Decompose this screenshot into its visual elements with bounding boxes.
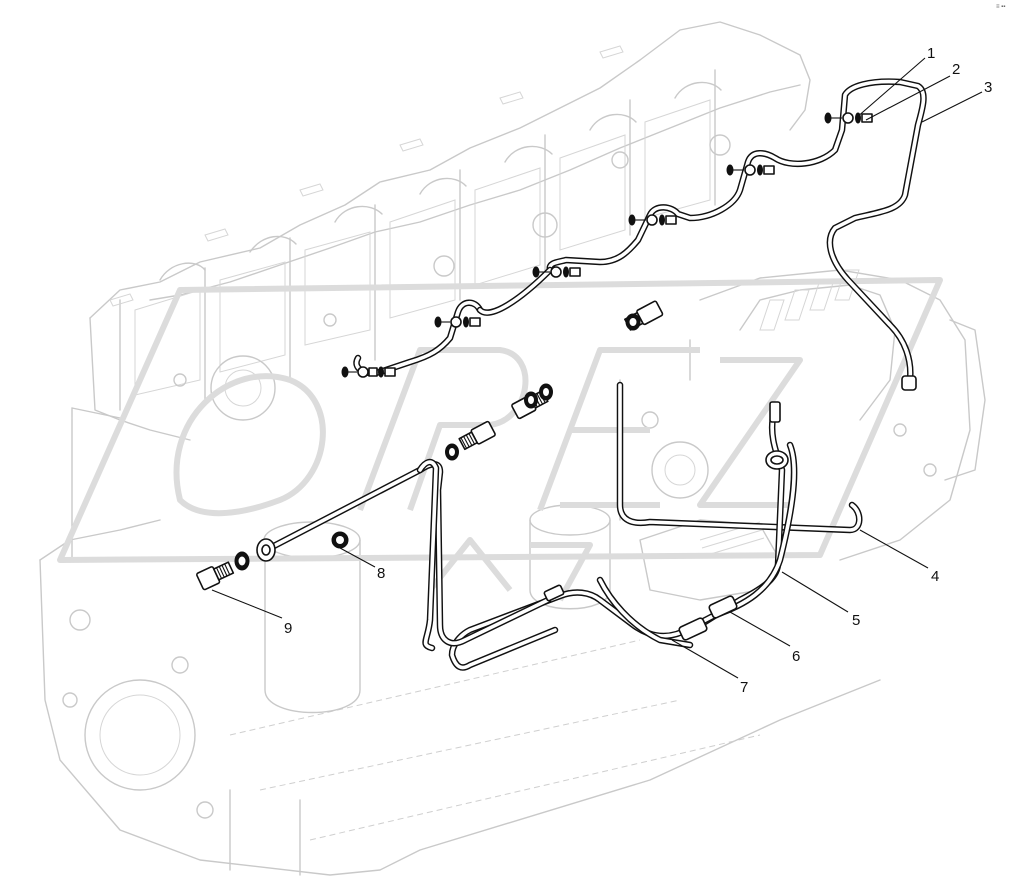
callouts: 1 2 3 4 5 6 7 8 (211, 45, 992, 696)
callout-1: 1 (855, 45, 935, 119)
svg-text:4: 4 (931, 568, 939, 585)
svg-text:7: 7 (740, 679, 748, 696)
corner-mark: ≡ ▪▪ (996, 4, 1005, 10)
fuel-pipe-7 (448, 441, 798, 671)
pipe-clamps (543, 584, 738, 641)
small-parts (196, 112, 873, 641)
callout-8: 8 (339, 547, 385, 582)
callout-3: 3 (921, 79, 992, 123)
banjo-bolt-lower (458, 420, 496, 451)
callout-6: 6 (729, 611, 800, 665)
engine-block-ghost (39, 21, 986, 876)
callout-9: 9 (211, 589, 292, 637)
callout-4: 4 (859, 529, 939, 585)
svg-text:2: 2 (952, 61, 960, 78)
svg-text:3: 3 (984, 79, 992, 96)
injector-banjos (341, 112, 873, 378)
svg-text:1: 1 (927, 45, 935, 62)
fuel-return-pipe (353, 78, 927, 391)
callout-7: 7 (671, 639, 748, 696)
banjo-fitting (765, 401, 789, 470)
svg-text:5: 5 (852, 612, 860, 629)
callout-2: 2 (865, 61, 960, 121)
banjo-bolt-left (196, 561, 235, 591)
watermark-logo (57, 277, 943, 602)
svg-text:6: 6 (792, 648, 800, 665)
svg-text:8: 8 (377, 565, 385, 582)
callout-5: 5 (781, 571, 860, 629)
fuel-pipe-left (266, 458, 552, 652)
svg-text:9: 9 (284, 620, 292, 637)
fuel-pipe-4 (616, 381, 863, 534)
